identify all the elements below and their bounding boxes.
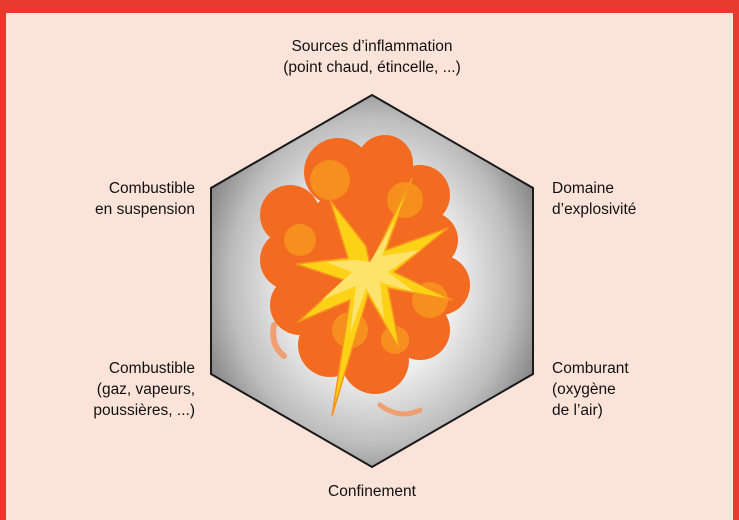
label-ignition-sources: Sources d’inflammation (point chaud, éti… — [212, 36, 532, 78]
label-suspended-fuel: Combustible en suspension — [20, 178, 195, 220]
label-explosivity-domain: Domaine d’explosivité — [552, 178, 712, 220]
label-oxidizer: Comburant (oxygène de l’air) — [552, 358, 712, 421]
label-fuel: Combustible (gaz, vapeurs, poussières, .… — [20, 358, 195, 421]
label-confinement: Confinement — [272, 481, 472, 502]
